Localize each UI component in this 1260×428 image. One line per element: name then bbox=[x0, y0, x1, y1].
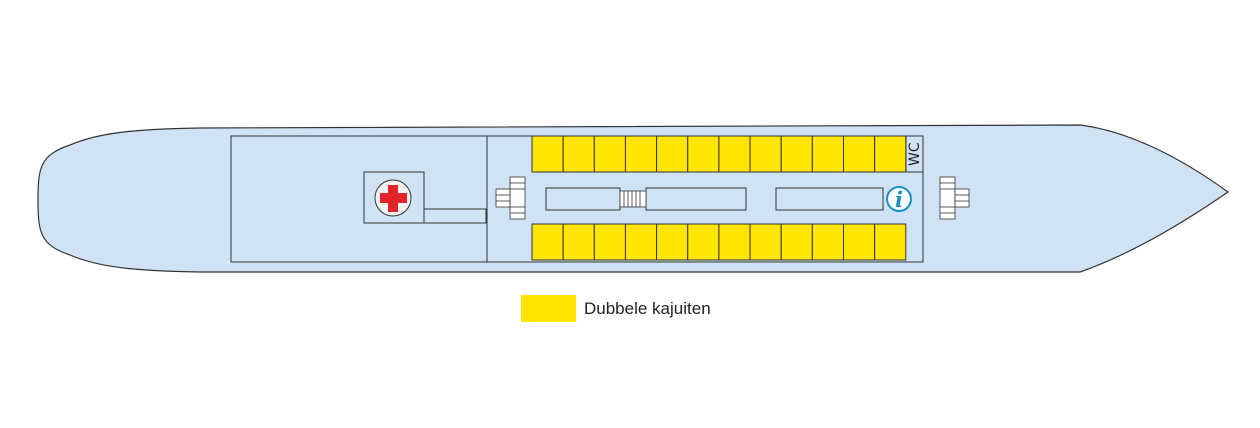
cabin-top-1 bbox=[531, 135, 564, 173]
info-icon: i bbox=[886, 186, 912, 212]
cabin-top-11 bbox=[843, 135, 876, 173]
cabin-bottom-4 bbox=[624, 223, 658, 261]
legend: Dubbele kajuiten bbox=[521, 295, 711, 322]
center-stairs-icon bbox=[619, 190, 647, 208]
cabin-bottom-2 bbox=[562, 223, 595, 261]
cabins-bottom-row bbox=[531, 223, 907, 261]
cabin-bottom-5 bbox=[656, 223, 689, 261]
medical-cross-icon bbox=[374, 179, 412, 217]
forward-stairs-icon bbox=[939, 176, 970, 220]
cabin-top-3 bbox=[593, 135, 626, 173]
cabin-bottom-9 bbox=[780, 223, 813, 261]
cabin-bottom-8 bbox=[749, 223, 782, 261]
cabin-top-9 bbox=[780, 135, 813, 173]
cabin-top-6 bbox=[687, 135, 720, 173]
cabin-top-8 bbox=[749, 135, 782, 173]
cabin-bottom-10 bbox=[811, 223, 844, 261]
cabin-bottom-3 bbox=[593, 223, 626, 261]
legend-label-double-cabins: Dubbele kajuiten bbox=[584, 298, 711, 318]
cabin-bottom-7 bbox=[718, 223, 751, 261]
cabins-top-row bbox=[531, 135, 907, 173]
info-label: i bbox=[895, 187, 903, 212]
cabin-top-7 bbox=[718, 135, 751, 173]
cabin-top-10 bbox=[811, 135, 844, 173]
cabin-top-4 bbox=[624, 135, 658, 173]
cabin-top-12 bbox=[874, 135, 907, 173]
cabin-bottom-11 bbox=[843, 223, 876, 261]
medical-room bbox=[363, 171, 425, 224]
wc-room bbox=[905, 135, 924, 173]
central-room-right bbox=[775, 187, 884, 211]
cabin-top-5 bbox=[656, 135, 689, 173]
corridor-passage bbox=[423, 208, 487, 224]
cabin-bottom-1 bbox=[531, 223, 564, 261]
cabin-bottom-12 bbox=[874, 223, 907, 261]
legend-swatch-double-cabins bbox=[521, 295, 576, 322]
cabin-bottom-6 bbox=[687, 223, 720, 261]
wc-label: WC bbox=[907, 142, 923, 166]
aft-stairs-icon bbox=[495, 176, 526, 220]
cabin-top-2 bbox=[562, 135, 595, 173]
